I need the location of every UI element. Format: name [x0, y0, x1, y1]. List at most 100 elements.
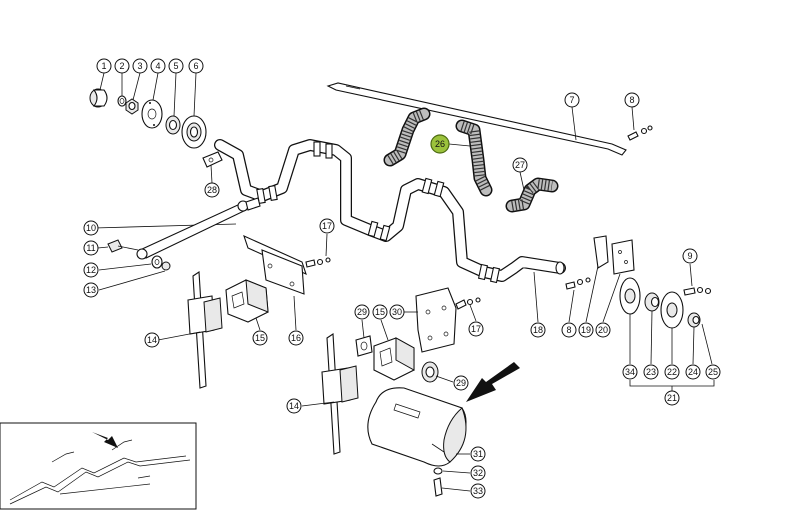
svg-text:17: 17 — [322, 221, 332, 231]
callout-5[interactable]: 5 — [168, 58, 184, 74]
svg-text:28: 28 — [207, 185, 217, 195]
svg-text:9: 9 — [687, 251, 692, 261]
part-16-bracket — [243, 234, 307, 331]
part-14-stake-left — [157, 271, 223, 389]
callout-31[interactable]: 31 — [470, 446, 486, 462]
callout-4[interactable]: 4 — [150, 58, 166, 74]
svg-text:17: 17 — [471, 324, 481, 334]
callout-14-center[interactable]: 14 — [286, 398, 302, 414]
callout-33[interactable]: 33 — [470, 483, 486, 499]
svg-text:31: 31 — [473, 449, 483, 459]
svg-text:25: 25 — [708, 367, 718, 377]
callout-20[interactable]: 20 — [595, 322, 611, 338]
svg-text:29: 29 — [456, 378, 466, 388]
svg-text:8: 8 — [566, 325, 571, 335]
callout-27[interactable]: 27 — [512, 157, 528, 173]
svg-text:26: 26 — [435, 139, 445, 149]
svg-text:14: 14 — [289, 401, 299, 411]
callout-15-left[interactable]: 15 — [252, 330, 268, 346]
callout-2[interactable]: 2 — [114, 58, 130, 74]
part-13-nut — [98, 261, 171, 291]
callout-17-center[interactable]: 17 — [468, 321, 484, 337]
callout-29-upper[interactable]: 29 — [354, 304, 370, 320]
callout-6[interactable]: 6 — [188, 58, 204, 74]
part-2-ring — [117, 95, 127, 107]
callout-24[interactable]: 24 — [685, 364, 701, 380]
part-26-hose — [383, 107, 493, 197]
part-18-pipe-frame — [214, 139, 566, 323]
callout-23[interactable]: 23 — [643, 364, 659, 380]
callout-7[interactable]: 7 — [564, 92, 580, 108]
part-12-washer — [98, 255, 163, 271]
callout-29-lower[interactable]: 29 — [453, 375, 469, 391]
callout-8-upper[interactable]: 8 — [624, 92, 640, 108]
callout-16[interactable]: 16 — [288, 330, 304, 346]
part-14-stake-center — [301, 333, 359, 455]
svg-text:24: 24 — [688, 367, 698, 377]
callout-13[interactable]: 13 — [83, 282, 99, 298]
part-31-sleeve — [367, 387, 470, 467]
callout-21[interactable]: 21 — [664, 390, 680, 406]
part-23-bearing — [644, 292, 660, 365]
part-7-rod — [326, 82, 653, 156]
part-34-flange — [619, 277, 641, 364]
part-8-bolt — [627, 106, 653, 141]
svg-text:15: 15 — [375, 307, 385, 317]
callout-layer: 1 2 3 4 5 6 7 8 8 9 10 11 12 13 14 14 15… — [83, 58, 721, 499]
part-17-fasteners-center — [455, 297, 481, 322]
part-21-bearing-assembly — [619, 277, 715, 392]
inset-overview — [0, 422, 197, 510]
callout-1[interactable]: 1 — [96, 58, 112, 74]
callout-3[interactable]: 3 — [132, 58, 148, 74]
svg-text:22: 22 — [667, 367, 677, 377]
part-29-spacer-upper — [355, 319, 373, 357]
callout-26-highlighted[interactable]: 26 — [430, 134, 450, 154]
part-17-fasteners-upper — [305, 233, 331, 268]
direction-arrow — [466, 362, 520, 402]
callout-12[interactable]: 12 — [83, 262, 99, 278]
svg-text:33: 33 — [473, 486, 483, 496]
callout-25[interactable]: 25 — [705, 364, 721, 380]
svg-text:29: 29 — [357, 307, 367, 317]
part-27-hose — [505, 171, 559, 213]
part-5-bearing — [165, 115, 181, 135]
part-10-linkage — [93, 197, 261, 260]
svg-text:23: 23 — [646, 367, 656, 377]
callout-28[interactable]: 28 — [204, 182, 220, 198]
part-24-bushing — [687, 312, 701, 365]
callout-22[interactable]: 22 — [664, 364, 680, 380]
part-6-housing — [181, 115, 207, 149]
svg-text:5: 5 — [173, 61, 178, 71]
svg-text:14: 14 — [147, 335, 157, 345]
svg-text:4: 4 — [155, 61, 160, 71]
part-32-washer — [433, 467, 471, 475]
part-33-bolt — [433, 477, 471, 497]
callout-11[interactable]: 11 — [83, 240, 99, 256]
part-11-pin — [97, 239, 139, 253]
svg-text:18: 18 — [533, 325, 543, 335]
callout-30[interactable]: 30 — [389, 304, 405, 320]
callout-32[interactable]: 32 — [470, 465, 486, 481]
svg-text:32: 32 — [473, 468, 483, 478]
callout-10[interactable]: 10 — [83, 220, 99, 236]
svg-text:7: 7 — [569, 95, 574, 105]
part-3-nut — [125, 98, 139, 115]
svg-text:20: 20 — [598, 325, 608, 335]
callout-19[interactable]: 19 — [578, 322, 594, 338]
callout-34[interactable]: 34 — [622, 364, 638, 380]
svg-text:30: 30 — [392, 307, 402, 317]
callout-18[interactable]: 18 — [530, 322, 546, 338]
callout-15-center[interactable]: 15 — [372, 304, 388, 320]
svg-text:10: 10 — [86, 223, 96, 233]
callout-9[interactable]: 9 — [682, 248, 698, 264]
svg-text:21: 21 — [667, 393, 677, 403]
part-15-block-left — [225, 279, 269, 331]
svg-text:16: 16 — [291, 333, 301, 343]
callout-14-left[interactable]: 14 — [144, 332, 160, 348]
part-1-bushing — [89, 88, 108, 108]
svg-text:6: 6 — [193, 61, 198, 71]
callout-8-lower[interactable]: 8 — [561, 322, 577, 338]
callout-17-upper[interactable]: 17 — [319, 218, 335, 234]
svg-text:27: 27 — [515, 160, 525, 170]
